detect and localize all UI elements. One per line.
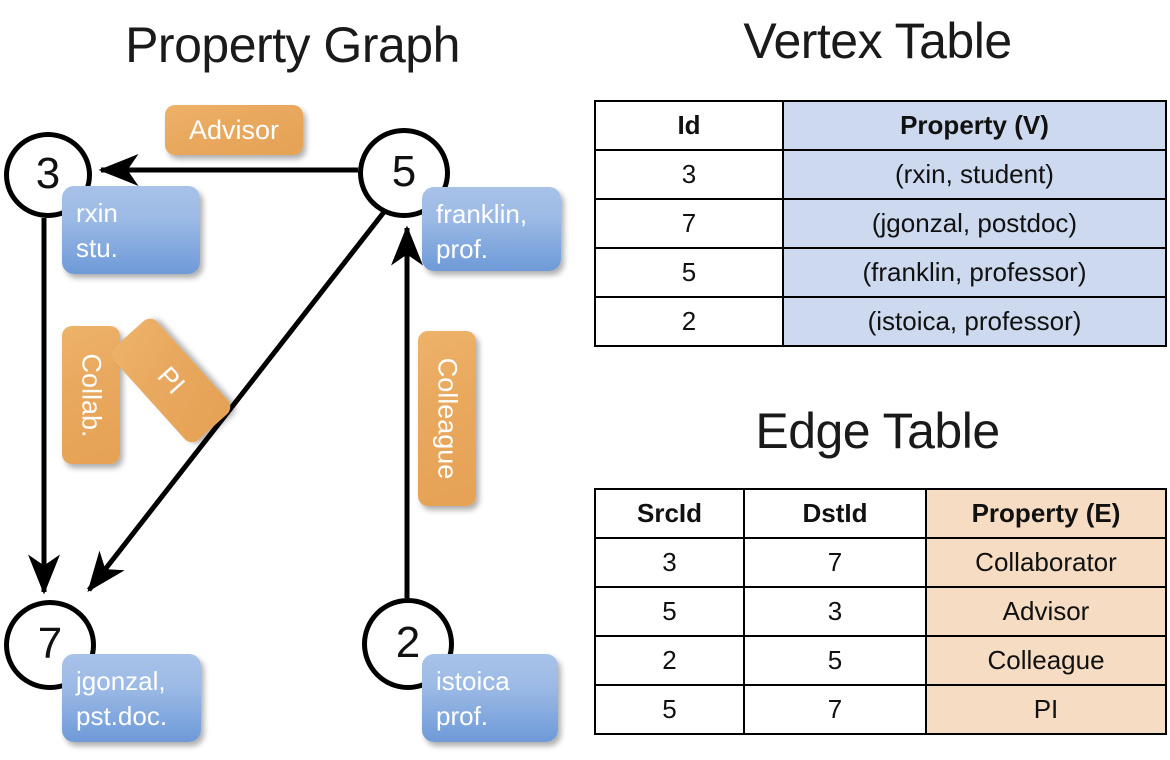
vertex-property-istoica-line1: istoica (436, 666, 510, 696)
vertex-property-box-istoica: istoica prof. (422, 654, 558, 742)
vertex-row-3-id: 2 (594, 296, 784, 347)
graph-edge-arrows (28, 154, 423, 598)
vertex-row-1-id: 7 (594, 198, 784, 249)
table-row: 2 (istoica, professor) (594, 296, 1167, 347)
table-row: 2 5 Colleague (594, 635, 1167, 686)
vertex-row-1-property: (jgonzal, postdoc) (782, 198, 1167, 249)
graph-node-2[interactable]: 2 (362, 598, 454, 690)
vertex-property-rxin-line2: stu. (76, 233, 118, 264)
table-row: 5 7 PI (594, 684, 1167, 735)
edge-row-3-dst: 7 (743, 684, 927, 735)
edge-row-2-src: 2 (594, 635, 745, 686)
edge-label-colleague: Colleague (418, 331, 476, 506)
edge-table-title: Edge Table (755, 403, 1000, 459)
graph-node-2-label: 2 (395, 618, 421, 667)
vertex-table-header-id: Id (594, 100, 784, 151)
edge-table-header-srcid: SrcId (594, 488, 745, 539)
vertex-row-2-property: (franklin, professor) (782, 247, 1167, 298)
edge-row-1-dst: 3 (743, 586, 927, 637)
edge-row-0-property: Collaborator (925, 537, 1167, 588)
vertex-table: Id Property (V) 3 (rxin, student) 7 (jgo… (594, 100, 1167, 347)
vertex-table-header-row: Id Property (V) (594, 100, 1167, 151)
edge-label-advisor-text: Advisor (188, 114, 280, 145)
edge-table-header-property: Property (E) (925, 488, 1167, 539)
edge-label-collab: Collab. (62, 326, 120, 464)
vertex-row-0-id: 3 (594, 149, 784, 200)
edge-row-0-src: 3 (594, 537, 745, 588)
graph-node-5[interactable]: 5 (358, 128, 450, 218)
edge-row-0-dst: 7 (743, 537, 927, 588)
edge-row-3-property: PI (925, 684, 1167, 735)
vertex-property-istoica-line2: prof. (436, 701, 489, 732)
vertex-property-box-jgonzal: jgonzal, pst.doc. (62, 654, 201, 742)
edge-row-2-property: Colleague (925, 635, 1167, 686)
vertex-row-0-property: (rxin, student) (782, 149, 1167, 200)
edge-label-colleague-text: Colleague (432, 357, 463, 480)
graph-node-5-label: 5 (391, 147, 417, 196)
edge-row-2-dst: 5 (743, 635, 927, 686)
edge-table-header-row: SrcId DstId Property (E) (594, 488, 1167, 539)
table-row: 7 (jgonzal, postdoc) (594, 198, 1167, 249)
graph-node-7-label: 7 (37, 619, 63, 668)
vertex-property-box-rxin: rxin stu. (62, 186, 200, 274)
property-graph-diagram: 3 5 7 2 rxin stu. franklin, prof. jgonza… (4, 105, 561, 742)
vertex-property-rxin-line1: rxin (76, 198, 118, 228)
edge-table-header-dstid: DstId (743, 488, 927, 539)
property-graph-title: Property Graph (125, 17, 460, 73)
edge-row-1-src: 5 (594, 586, 745, 637)
table-row: 5 3 Advisor (594, 586, 1167, 637)
graph-node-3-label: 3 (35, 149, 61, 198)
edge-row-3-src: 5 (594, 684, 745, 735)
edge-table: SrcId DstId Property (E) 3 7 Collaborato… (594, 488, 1167, 735)
vertex-property-franklin-line2: prof. (436, 234, 489, 265)
edge-5-to-7-pi (87, 210, 386, 592)
vertex-row-2-id: 5 (594, 247, 784, 298)
vertex-table-header-property: Property (V) (782, 100, 1167, 151)
vertex-property-jgonzal-line2: pst.doc. (76, 701, 168, 732)
edge-label-collab-text: Collab. (76, 352, 107, 438)
table-row: 5 (franklin, professor) (594, 247, 1167, 298)
edge-row-1-property: Advisor (925, 586, 1167, 637)
vertex-property-franklin-line1: franklin, (436, 199, 528, 229)
table-row: 3 7 Collaborator (594, 537, 1167, 588)
table-row: 3 (rxin, student) (594, 149, 1167, 200)
vertex-property-box-franklin: franklin, prof. (422, 187, 561, 271)
edge-label-pi-text: PI (151, 360, 192, 400)
vertex-row-3-property: (istoica, professor) (782, 296, 1167, 347)
vertex-table-title: Vertex Table (743, 13, 1012, 69)
vertex-property-jgonzal-line1: jgonzal, (76, 666, 166, 696)
edge-label-advisor: Advisor (165, 105, 303, 155)
